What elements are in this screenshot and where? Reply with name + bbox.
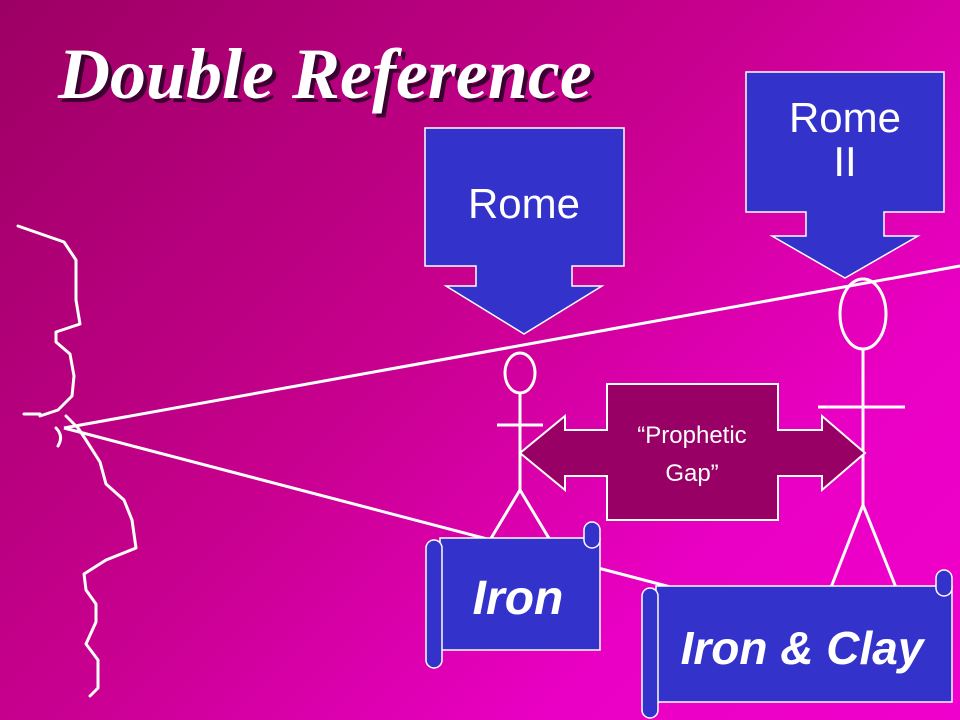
sight-line-lower [63, 426, 721, 602]
rome-ii-callout: Rome II [745, 71, 945, 279]
iron-clay-label: Iron & Clay [681, 622, 926, 674]
rome-callout: Rome [424, 127, 625, 335]
rome-callout-box [424, 127, 625, 335]
rome-ii-label-line1: Rome [789, 94, 901, 141]
iron-scroll: Iron [425, 521, 601, 669]
sight-line-upper [63, 264, 960, 430]
observer-profile [16, 224, 138, 698]
stick-figure-small [488, 351, 552, 541]
prophetic-gap-line1: “Prophetic [637, 422, 746, 449]
slide-title: Double Reference [58, 34, 592, 114]
stick-figure-large [818, 277, 905, 591]
prophetic-gap-arrow: “Prophetic Gap” [518, 383, 867, 521]
iron-clay-scroll: Iron & Clay [641, 569, 953, 719]
rome-ii-label-line2: II [833, 138, 856, 185]
prophetic-gap-shape [518, 383, 867, 521]
iron-label: Iron [473, 572, 564, 625]
prophetic-gap-line2: Gap” [665, 460, 718, 487]
rome-ii-callout-box [745, 71, 945, 279]
rome-label: Rome [468, 180, 580, 227]
